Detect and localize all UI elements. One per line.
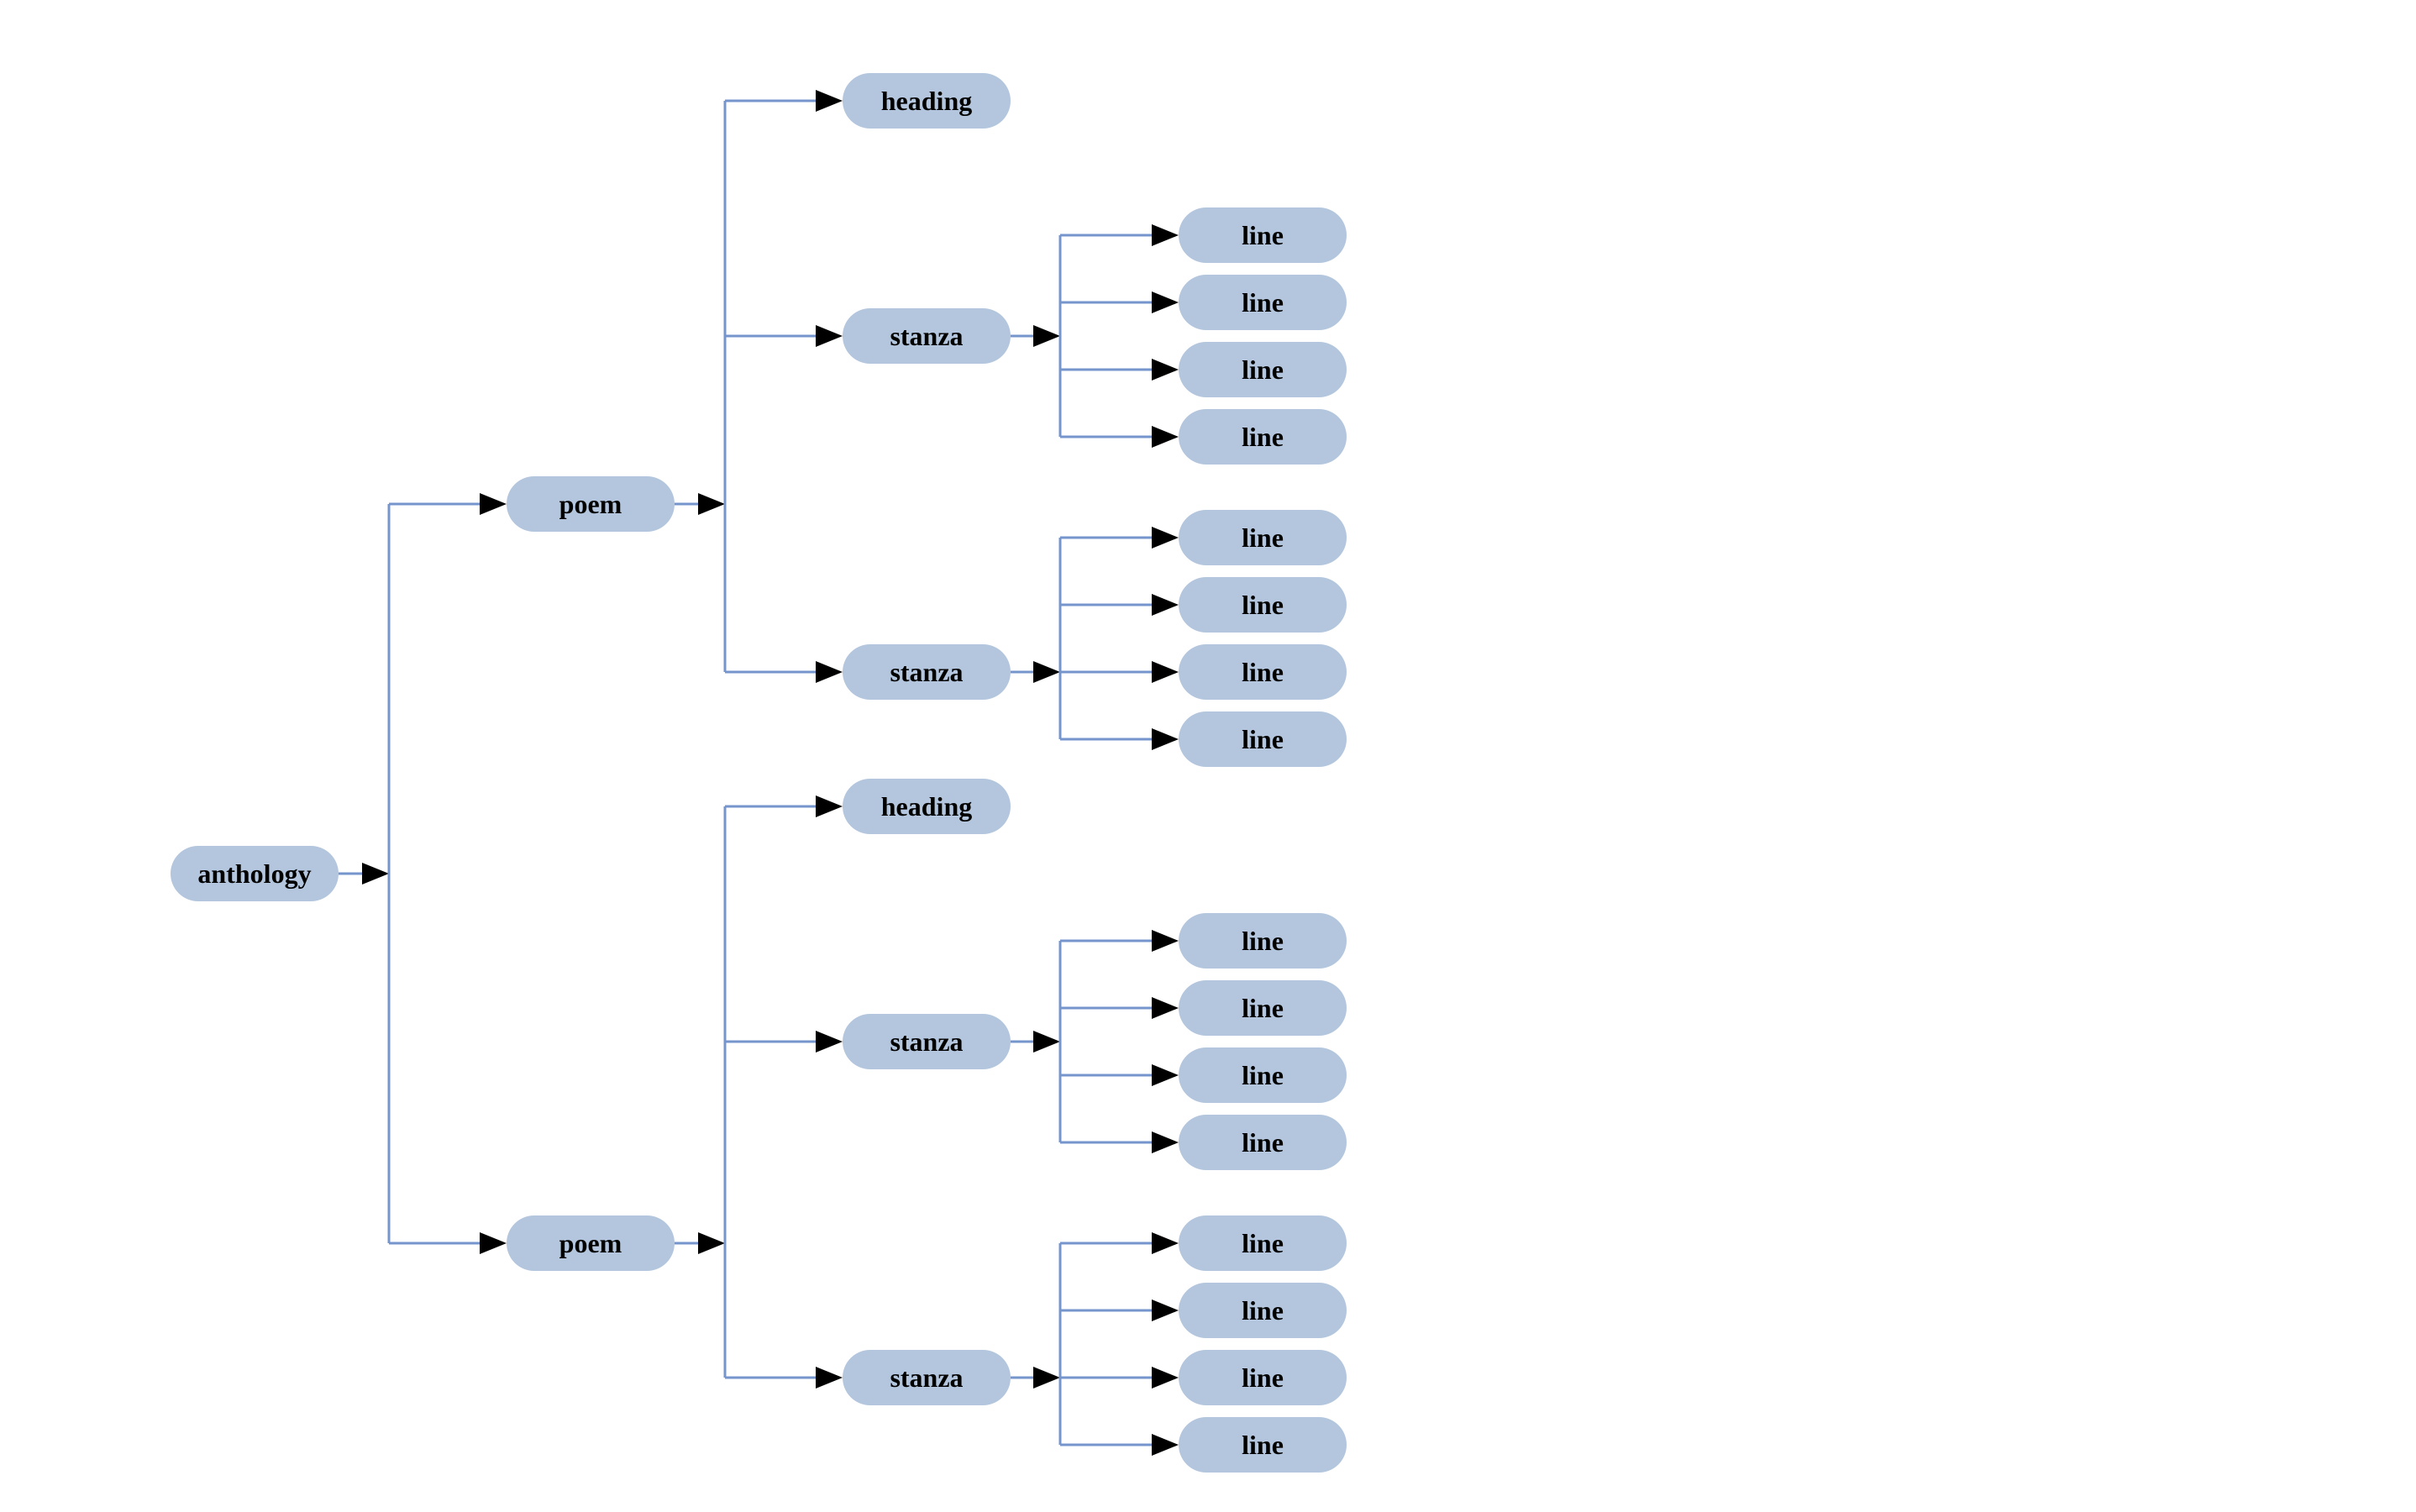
node-label-line15: line bbox=[1242, 1362, 1284, 1393]
node-pill-line5 bbox=[1179, 510, 1347, 565]
node-pill-line11 bbox=[1179, 1047, 1347, 1103]
edge-arrowhead bbox=[1152, 1131, 1179, 1153]
node-pill-line3 bbox=[1179, 342, 1347, 397]
node-label-stanza2: stanza bbox=[890, 657, 963, 687]
node-pill-heading1 bbox=[843, 73, 1011, 129]
node-pill-stanza3 bbox=[843, 1014, 1011, 1069]
node-pill-stanza2 bbox=[843, 644, 1011, 700]
edge-arrowhead bbox=[1152, 1434, 1179, 1456]
edge-arrowhead bbox=[816, 1367, 843, 1389]
edge-arrowhead bbox=[1152, 1367, 1179, 1389]
edge-arrowhead bbox=[1152, 1232, 1179, 1254]
node-pill-line4 bbox=[1179, 409, 1347, 465]
node-label-heading2: heading bbox=[881, 791, 972, 822]
edge-arrowhead bbox=[1152, 1064, 1179, 1086]
edge-arrowhead bbox=[1152, 594, 1179, 616]
node-label-line6: line bbox=[1242, 590, 1284, 620]
edge-arrowhead bbox=[698, 493, 725, 515]
edge-arrowhead bbox=[816, 661, 843, 683]
edge-arrowhead bbox=[816, 325, 843, 347]
node-pill-poem1 bbox=[507, 476, 675, 532]
node-label-line5: line bbox=[1242, 522, 1284, 553]
edge-arrowhead bbox=[1152, 997, 1179, 1019]
node-pill-anthology bbox=[171, 846, 339, 901]
edge-arrowhead bbox=[1152, 728, 1179, 750]
node-label-line4: line bbox=[1242, 422, 1284, 452]
edge-arrowhead bbox=[1152, 930, 1179, 952]
node-label-poem1: poem bbox=[559, 489, 622, 519]
edge-arrowhead bbox=[1033, 1031, 1060, 1053]
node-label-heading1: heading bbox=[881, 86, 972, 116]
node-pill-line7 bbox=[1179, 644, 1347, 700]
node-label-stanza4: stanza bbox=[890, 1362, 963, 1393]
edge-arrowhead bbox=[816, 1031, 843, 1053]
node-pill-line8 bbox=[1179, 711, 1347, 767]
node-label-stanza1: stanza bbox=[890, 321, 963, 351]
edge-arrowhead bbox=[816, 795, 843, 817]
node-label-line13: line bbox=[1242, 1228, 1284, 1258]
node-label-line7: line bbox=[1242, 657, 1284, 687]
edge-arrowhead bbox=[480, 1232, 507, 1254]
edge-arrowhead bbox=[1033, 661, 1060, 683]
node-label-line9: line bbox=[1242, 926, 1284, 956]
edge-arrowhead bbox=[1152, 426, 1179, 448]
node-pill-line12 bbox=[1179, 1115, 1347, 1170]
edge-arrowhead bbox=[1152, 224, 1179, 246]
node-pill-line9 bbox=[1179, 913, 1347, 969]
node-label-line2: line bbox=[1242, 287, 1284, 318]
node-pill-line2 bbox=[1179, 275, 1347, 330]
node-pill-line14 bbox=[1179, 1283, 1347, 1338]
edge-arrowhead bbox=[1033, 1367, 1060, 1389]
node-label-line1: line bbox=[1242, 220, 1284, 250]
edge-arrowhead bbox=[1152, 291, 1179, 313]
node-pill-poem2 bbox=[507, 1215, 675, 1271]
edge-arrowhead bbox=[1152, 1299, 1179, 1321]
edge-arrowhead bbox=[362, 863, 389, 885]
node-label-line10: line bbox=[1242, 993, 1284, 1023]
node-pill-line15 bbox=[1179, 1350, 1347, 1405]
node-label-line14: line bbox=[1242, 1295, 1284, 1326]
node-label-line12: line bbox=[1242, 1127, 1284, 1158]
node-pill-line1 bbox=[1179, 207, 1347, 263]
edge-arrowhead bbox=[480, 493, 507, 515]
edge-arrowhead bbox=[1152, 527, 1179, 549]
edge-arrowhead bbox=[816, 90, 843, 112]
node-label-line11: line bbox=[1242, 1060, 1284, 1090]
node-label-line16: line bbox=[1242, 1430, 1284, 1460]
edge-arrowhead bbox=[698, 1232, 725, 1254]
node-label-poem2: poem bbox=[559, 1228, 622, 1258]
edge-arrowhead bbox=[1152, 661, 1179, 683]
node-label-stanza3: stanza bbox=[890, 1026, 963, 1057]
node-pill-line13 bbox=[1179, 1215, 1347, 1271]
edge-arrowhead bbox=[1033, 325, 1060, 347]
node-pill-stanza4 bbox=[843, 1350, 1011, 1405]
node-pill-heading2 bbox=[843, 779, 1011, 834]
edge-arrowhead bbox=[1152, 359, 1179, 381]
node-pill-line10 bbox=[1179, 980, 1347, 1036]
node-label-line8: line bbox=[1242, 724, 1284, 754]
node-label-anthology: anthology bbox=[197, 858, 311, 889]
node-label-line3: line bbox=[1242, 354, 1284, 385]
node-pill-stanza1 bbox=[843, 308, 1011, 364]
node-pill-line6 bbox=[1179, 577, 1347, 633]
node-pill-line16 bbox=[1179, 1417, 1347, 1473]
